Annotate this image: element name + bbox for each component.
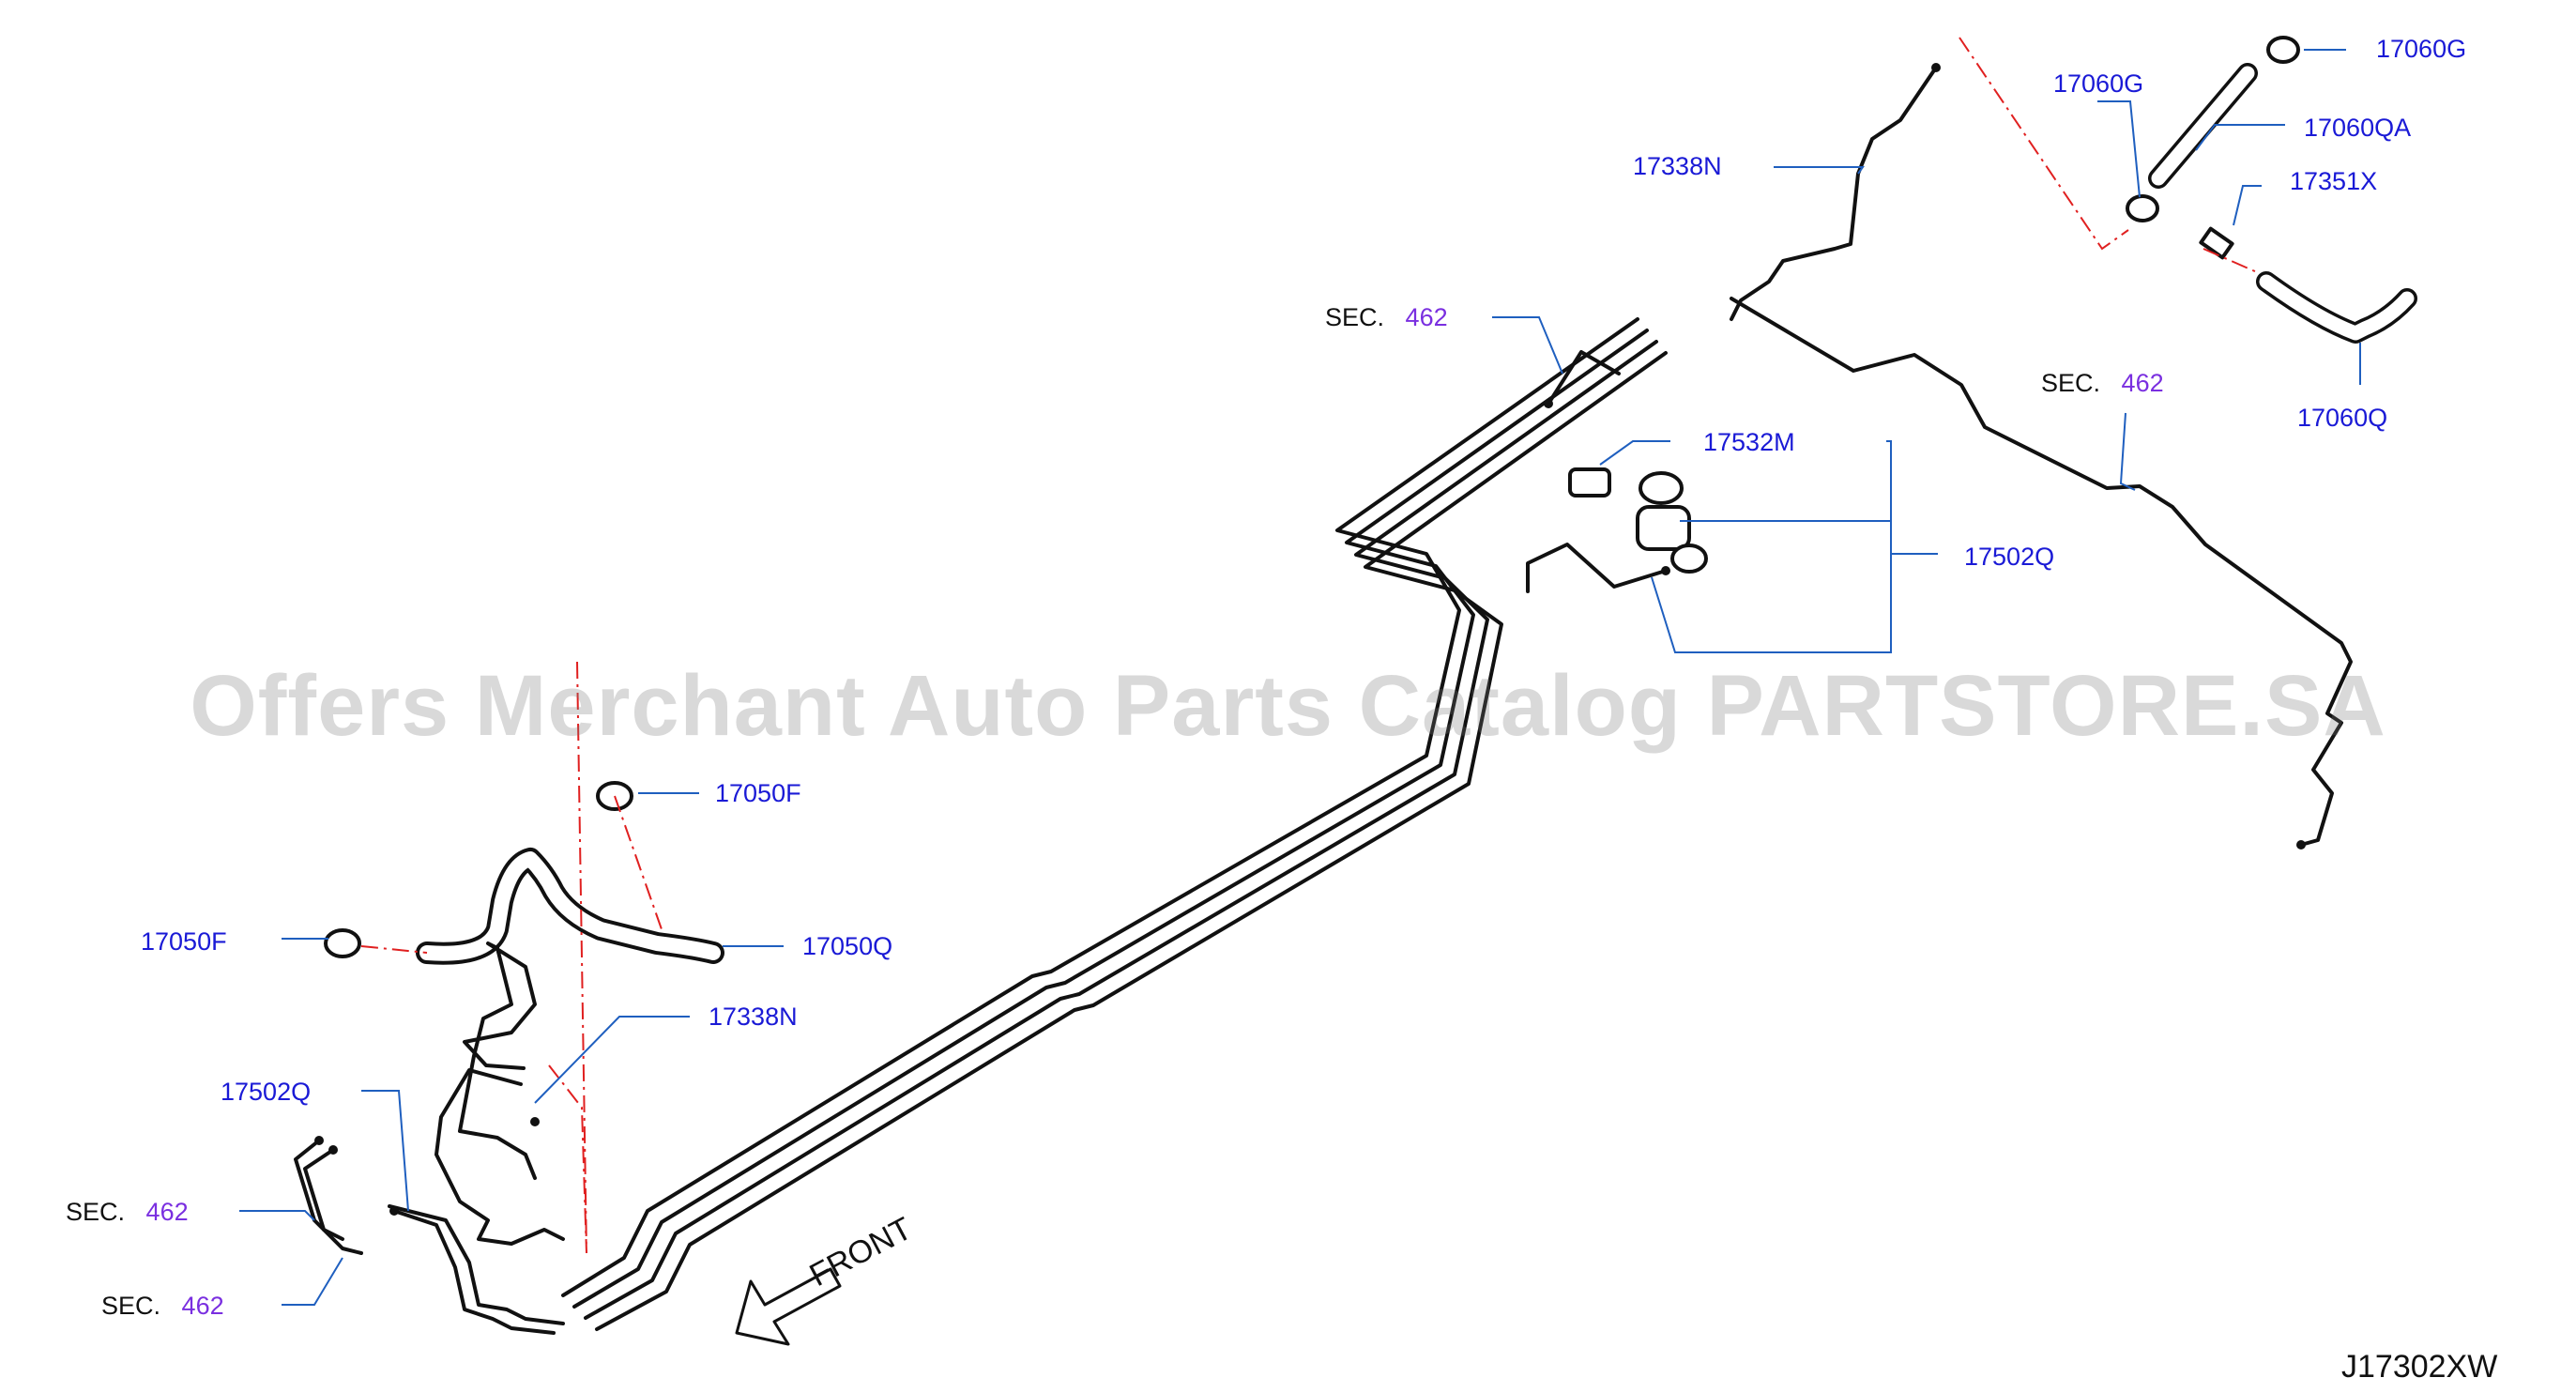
vent-tube-upper xyxy=(1730,66,1938,321)
section-ref[interactable]: SEC. 462 xyxy=(1325,303,1448,331)
watermark: Offers Merchant Auto Parts Catalog PARTS… xyxy=(190,658,2386,754)
clip-17532M xyxy=(1568,467,1611,498)
label-17532M: 17532M xyxy=(1703,428,1795,456)
section-ref[interactable]: SEC. 462 xyxy=(2041,369,2164,397)
label-17060Q: 17060Q xyxy=(2297,404,2388,432)
connector-17351X xyxy=(2199,226,2234,260)
label-17060G-top: 17060G xyxy=(2376,35,2467,63)
vent-tube-lower xyxy=(458,941,537,1180)
sec-tube-left-1 xyxy=(303,1148,344,1241)
clamp-17050F-left xyxy=(324,928,361,958)
label-17338N-bottom: 17338N xyxy=(709,1003,798,1031)
clamp-17060G-mid xyxy=(2126,194,2159,222)
label-17502Q-left: 17502Q xyxy=(221,1078,312,1106)
leader-lines xyxy=(239,49,2361,1306)
sec-tube-left-2 xyxy=(294,1139,363,1255)
label-17050F-left: 17050F xyxy=(141,927,227,956)
label-17050Q: 17050Q xyxy=(802,932,893,960)
label-17351X: 17351X xyxy=(2290,167,2378,195)
front-arrow xyxy=(735,1267,842,1346)
section-ref[interactable]: SEC. 462 xyxy=(101,1292,224,1320)
clamp-17060G-top xyxy=(2266,36,2300,64)
label-17050F-mid: 17050F xyxy=(715,779,801,807)
label-17502Q-right: 17502Q xyxy=(1964,543,2055,571)
diagram-code: J17302XW xyxy=(2341,1349,2498,1385)
label-17060G-mid: 17060G xyxy=(2053,69,2144,98)
right-tube xyxy=(1730,297,2353,847)
fuel-tube-bundle xyxy=(561,317,1668,1331)
sec-tube-upper xyxy=(1547,350,1621,406)
section-ref[interactable]: SEC. 462 xyxy=(66,1198,189,1226)
connector-17502Q-right xyxy=(1636,471,1708,574)
label-17060QA: 17060QA xyxy=(2304,114,2412,142)
alignment-lines xyxy=(360,37,2258,1254)
label-17338N-top: 17338N xyxy=(1633,152,1722,180)
